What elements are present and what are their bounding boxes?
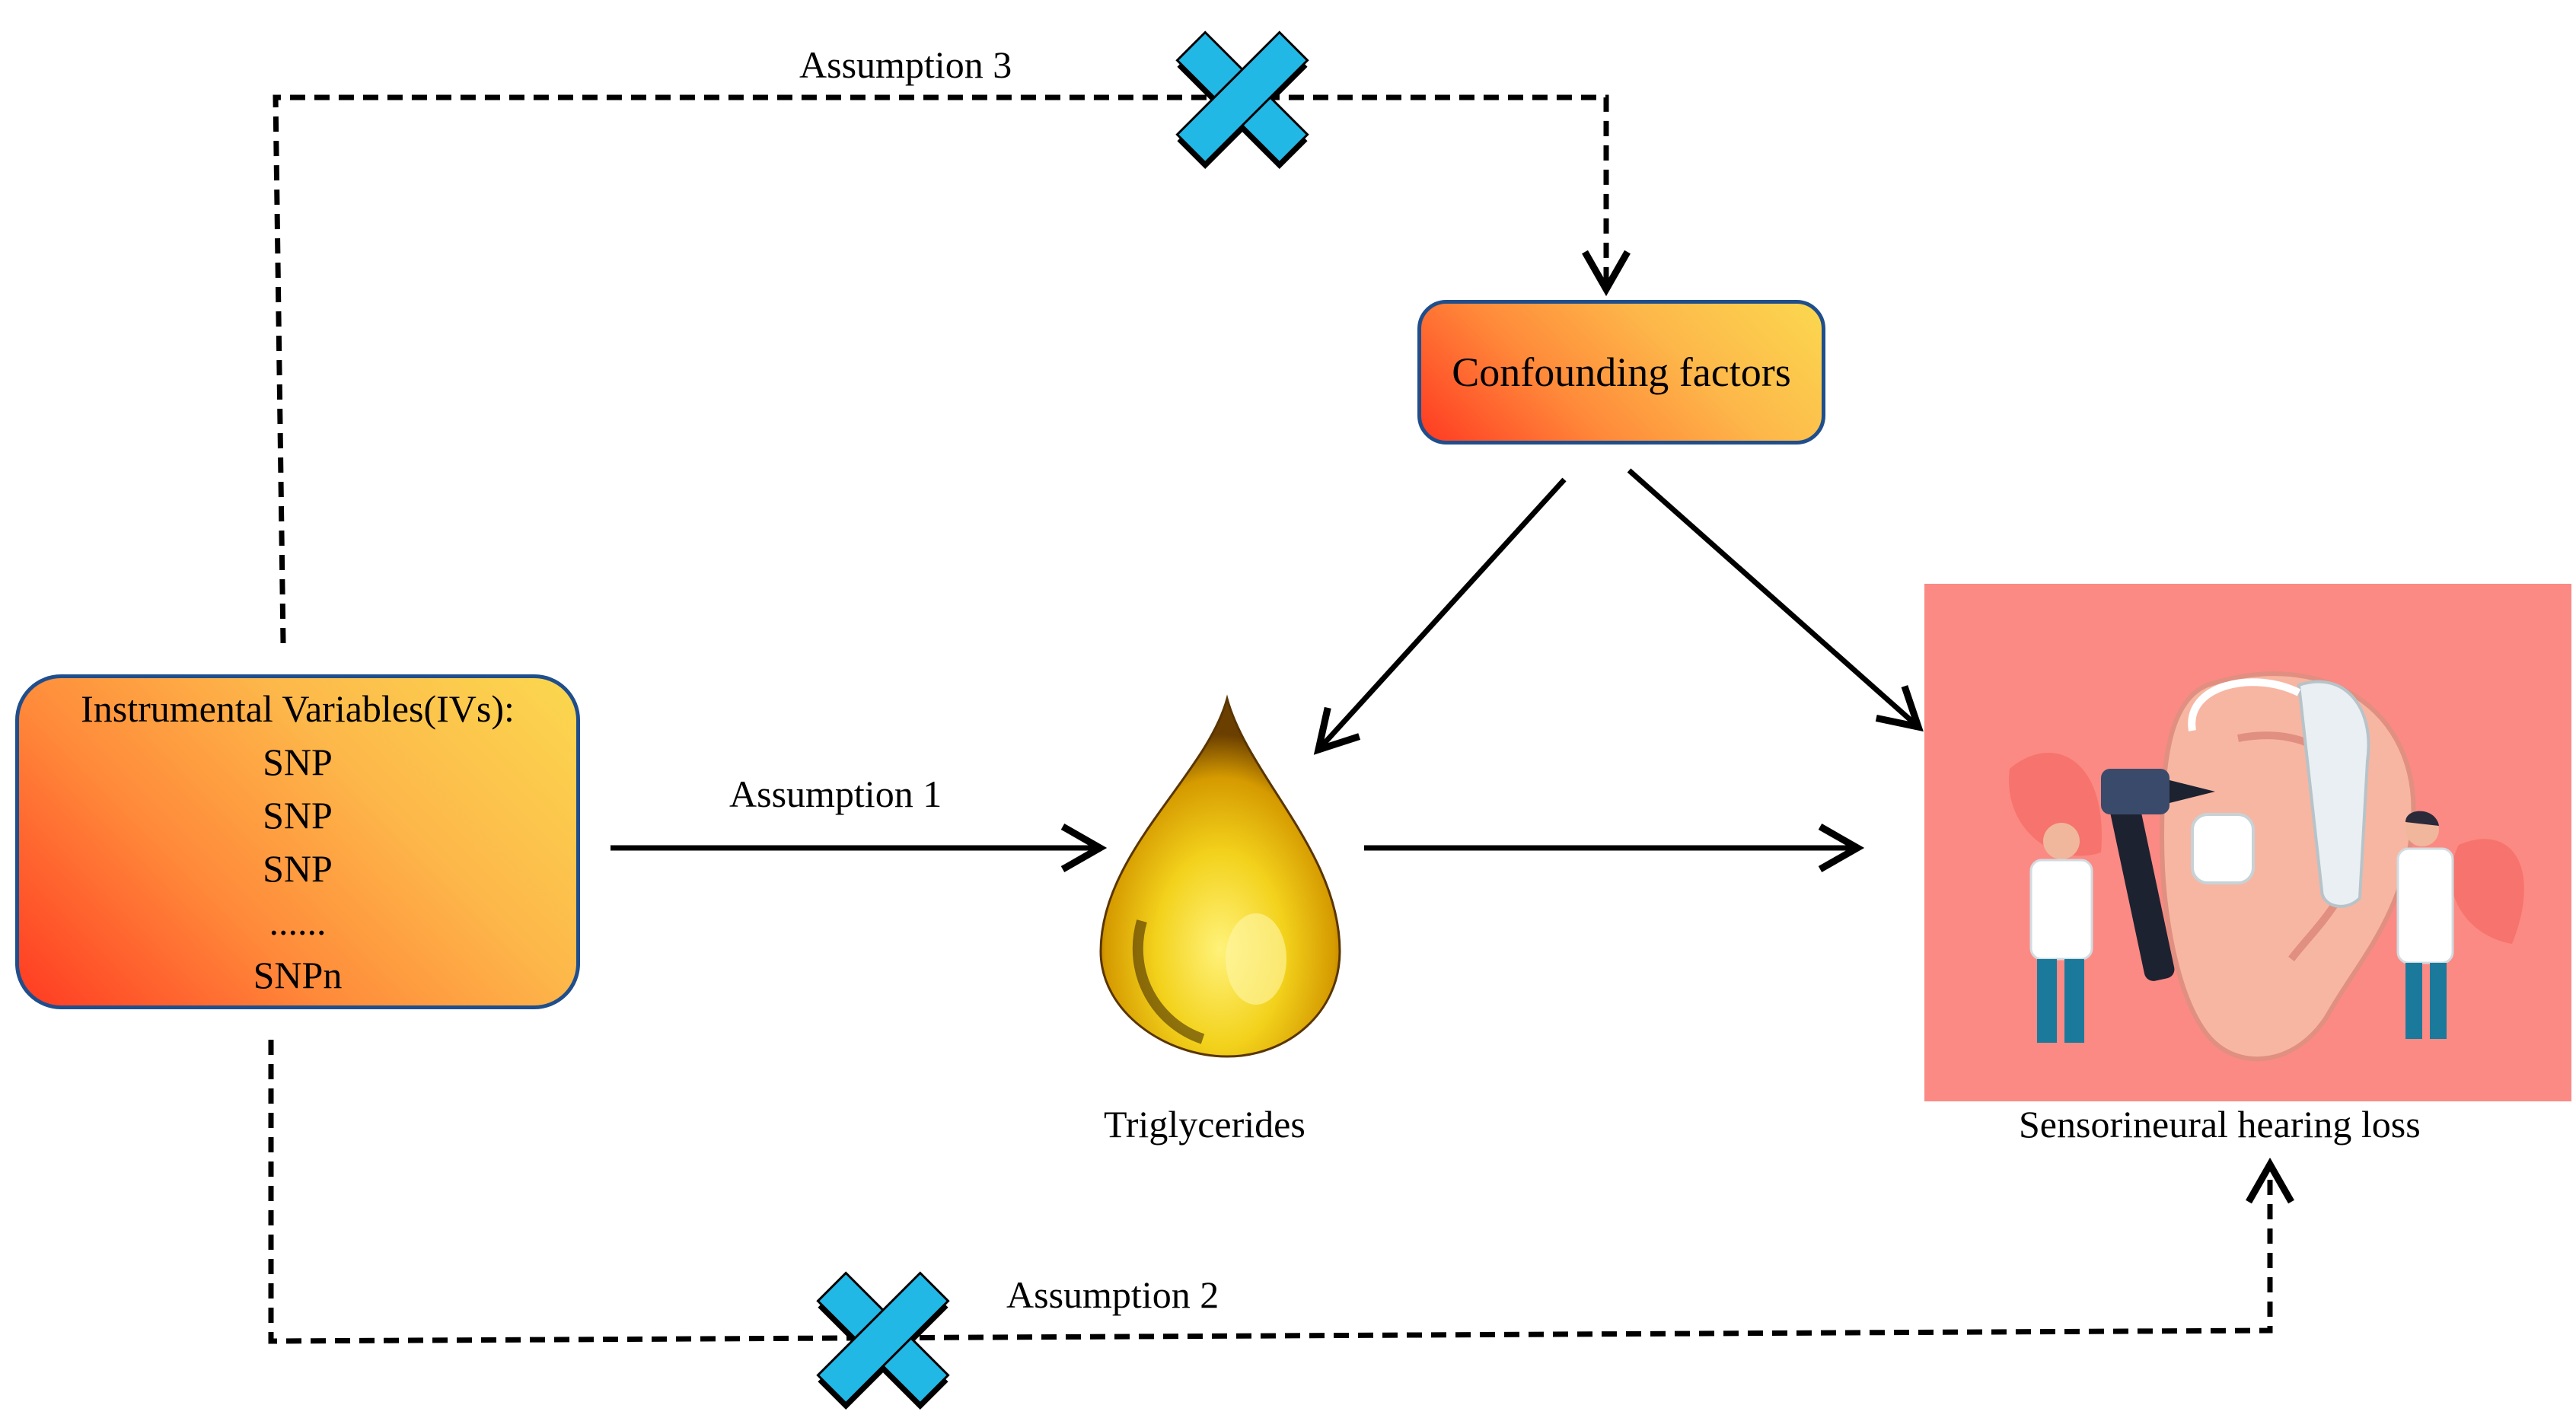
confounder-exposure-arrow — [1313, 477, 1567, 755]
hearing-loss-illustration — [1924, 584, 2571, 1101]
sensorineural-hearing-loss-label: Sensorineural hearing loss — [2019, 1103, 2421, 1146]
confounding-factors-label: Confounding factors — [1452, 349, 1791, 395]
confounder-outcome-arrow — [1627, 468, 1924, 732]
iv-snp-1: SNP — [263, 741, 333, 783]
assumption-3-cross-icon — [1175, 30, 1309, 170]
instrumental-variables-box: Instrumental Variables(IVs): SNP SNP SNP… — [15, 674, 580, 1009]
triglycerides-label: Triglycerides — [1104, 1103, 1306, 1146]
assumption-3-label: Assumption 3 — [799, 43, 1012, 86]
iv-snp-3: SNP — [263, 847, 333, 890]
iv-snp-ellipsis: ...... — [269, 900, 327, 943]
assumption-1-label: Assumption 1 — [729, 773, 942, 815]
oil-drop-icon — [1099, 694, 1341, 1058]
confounding-factors-box: Confounding factors — [1417, 300, 1825, 445]
assumption-2-cross-icon — [816, 1271, 950, 1410]
iv-snp-2: SNP — [263, 794, 333, 836]
iv-snp-n: SNPn — [253, 954, 343, 996]
assumption-3-path — [273, 94, 1631, 644]
iv-title: Instrumental Variables(IVs): — [81, 687, 515, 730]
assumption-2-label: Assumption 2 — [1006, 1273, 1219, 1316]
assumption-2-path — [268, 1040, 2294, 1344]
